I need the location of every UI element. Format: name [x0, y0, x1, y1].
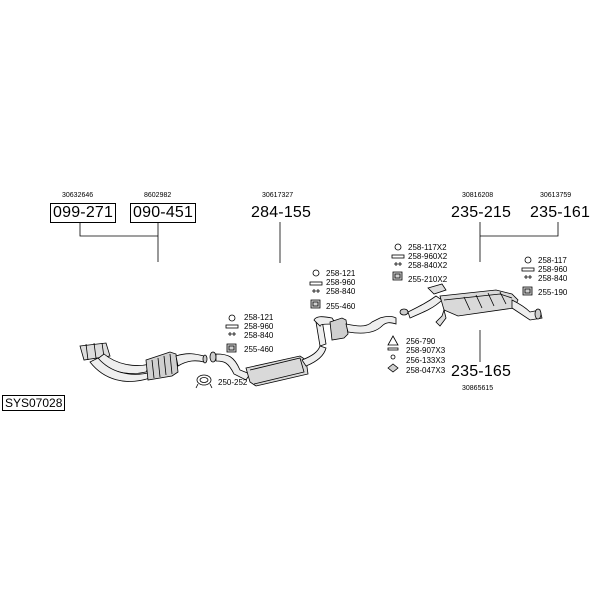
front-pipe-part [79, 342, 208, 382]
fitting-label[interactable]: 258-907X3 [406, 346, 446, 355]
fitting-label[interactable]: 258-047X3 [406, 366, 446, 375]
fitting-label[interactable]: 258-840 [538, 274, 568, 283]
part-number[interactable]: 235-165 [451, 363, 512, 380]
middle-silencer-part [209, 316, 397, 387]
part-number-box[interactable]: 099-271 [50, 203, 117, 223]
fitting-label[interactable]: 255-460 [326, 302, 356, 311]
fitting-label[interactable]: 255-460 [244, 345, 274, 354]
ref-number: 30613759 [540, 192, 572, 199]
fitting-label[interactable]: 255-210X2 [408, 275, 448, 284]
part-number[interactable]: 235-161 [530, 204, 591, 221]
fitting-label[interactable]: 258-840 [326, 287, 356, 296]
fitting-label[interactable]: 258-960 [538, 265, 568, 274]
leader-line-front [79, 222, 159, 262]
leader-line-rear [479, 222, 559, 262]
rubber-mount-icon [226, 271, 533, 373]
fitting-label[interactable]: 258-960X2 [408, 252, 448, 261]
ref-number: 30632646 [62, 192, 94, 199]
fitting-label[interactable]: 258-121 [244, 313, 274, 322]
fitting-label[interactable]: 258-117 [538, 256, 567, 265]
ref-number: 30617327 [262, 192, 294, 199]
fitting-label[interactable]: 258-840X2 [408, 261, 448, 270]
part-number-box[interactable]: 090-451 [130, 203, 197, 223]
part-number[interactable]: 235-215 [451, 204, 512, 221]
fitting-label[interactable]: 250-252 [218, 378, 248, 387]
fitting-label[interactable]: 256-133X3 [406, 356, 446, 365]
part-number[interactable]: 284-155 [251, 204, 312, 221]
ref-number: 30865615 [462, 385, 494, 392]
diagram-id-label: SYS07028 [2, 395, 66, 411]
fitting-label[interactable]: 258-117X2 [408, 243, 447, 252]
clamp-ring-icon [228, 243, 532, 360]
bolt-icon [225, 254, 535, 351]
fitting-label[interactable]: 258-960 [244, 322, 274, 331]
fitting-label[interactable]: 255-190 [538, 288, 568, 297]
rear-silencer-part [399, 283, 543, 327]
fitting-label[interactable]: 258-840 [244, 331, 274, 340]
ref-number: 30816208 [462, 192, 494, 199]
nut-icon [228, 262, 532, 336]
fitting-label[interactable]: 258-121 [326, 269, 356, 278]
fitting-label[interactable]: 258-960 [326, 278, 356, 287]
ref-number: 8602982 [144, 192, 172, 199]
gasket-icon [387, 335, 399, 346]
fitting-label[interactable]: 256-790 [406, 337, 436, 346]
pipe-clamp-icon [195, 374, 213, 389]
